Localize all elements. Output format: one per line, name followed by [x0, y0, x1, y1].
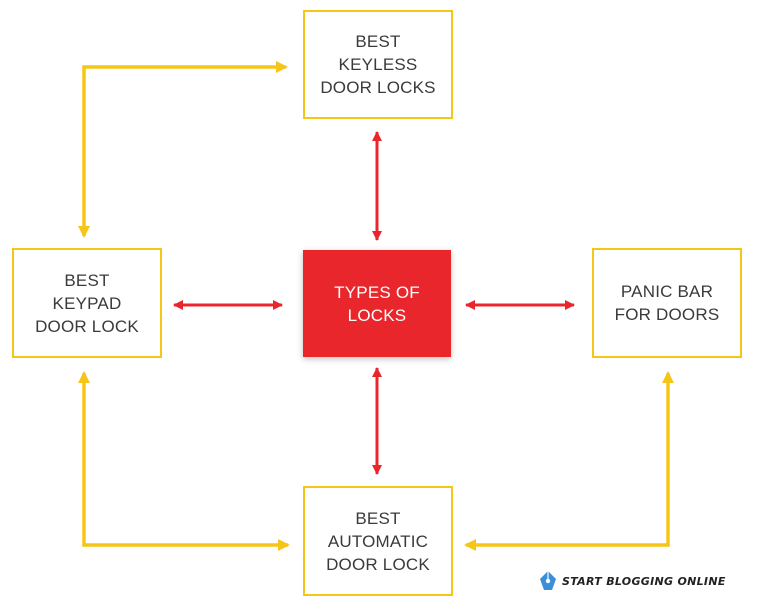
- node-label-line: KEYPAD: [52, 293, 122, 313]
- node-types-of-locks: TYPES OF LOCKS: [303, 250, 451, 357]
- node-keypad-door-lock: BEST KEYPAD DOOR LOCK: [12, 248, 162, 358]
- node-automatic-door-lock: BEST AUTOMATIC DOOR LOCK: [303, 486, 453, 596]
- node-label-line: BEST: [64, 270, 110, 290]
- node-label-line: KEYLESS: [338, 55, 418, 74]
- node-panic-bar-for-doors: PANIC BAR FOR DOORS: [592, 248, 742, 358]
- arrow-right-to-bottom: [464, 371, 674, 551]
- node-label-line: PANIC BAR: [620, 282, 714, 301]
- node-label-line: DOOR LOCK: [326, 554, 430, 574]
- arrow-left-to-bottom: [78, 371, 290, 551]
- node-label-line: BEST: [355, 32, 401, 51]
- node-label-line: DOOR LOCK: [35, 316, 139, 336]
- node-label-line: FOR DOORS: [614, 305, 720, 324]
- node-label-line: DOOR LOCKS: [320, 78, 436, 97]
- center-label-line: LOCKS: [347, 305, 407, 325]
- node-keyless-door-locks: BEST KEYLESS DOOR LOCKS: [303, 10, 453, 119]
- arrow-left-to-top: [78, 61, 288, 238]
- node-label-line: AUTOMATIC: [327, 531, 429, 551]
- center-label-line: TYPES OF: [334, 282, 420, 302]
- watermark-logo: START BLOGGING ONLINE: [538, 570, 726, 592]
- node-label-line: BEST: [355, 508, 401, 528]
- watermark-text: START BLOGGING ONLINE: [562, 574, 726, 588]
- pen-nib-icon: [540, 571, 556, 590]
